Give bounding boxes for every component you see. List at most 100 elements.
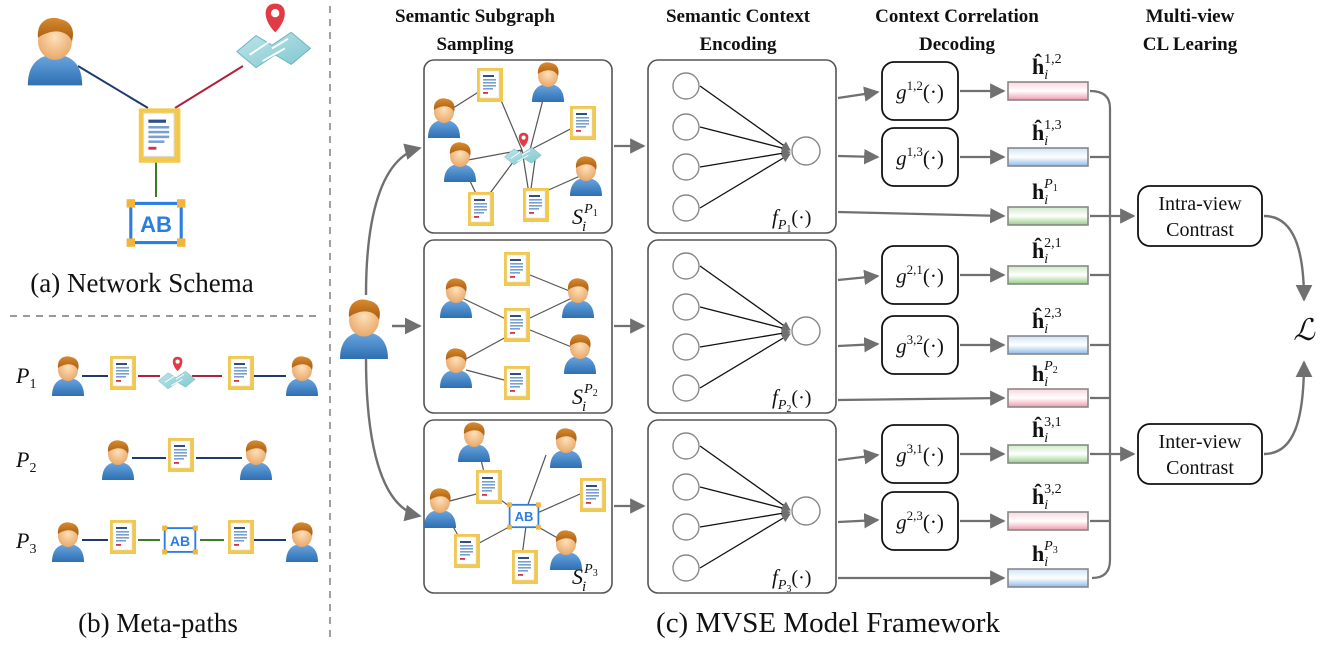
decoder-g32: g3,2(·) <box>881 315 959 375</box>
venue-map-icon <box>157 356 196 390</box>
embedding-hP2-label: hiP2 <box>1032 359 1058 390</box>
contrast-collector-lines <box>1089 89 1136 580</box>
paper-icon <box>227 519 255 555</box>
author-icon <box>286 522 318 562</box>
embedding-hP2-bar <box>1007 388 1089 408</box>
decoder-g23: g2,3(·) <box>881 491 959 551</box>
paper-icon <box>109 519 137 555</box>
header-sampling-line2: Sampling <box>436 34 514 55</box>
svg-text:g1,3(·): g1,3(·) <box>896 144 944 170</box>
meta-paths: P1 P2 P3 <box>15 355 318 638</box>
target-author-icon <box>340 299 388 359</box>
network-schema: AB (a) Network Schema <box>27 2 312 298</box>
schema-ab-label: AB <box>140 212 172 237</box>
author-icon <box>240 440 272 480</box>
decoder-g13: g1,3(·) <box>881 127 959 187</box>
paper-icon <box>138 107 182 164</box>
author-icon <box>102 440 134 480</box>
subgraph-box-3: AB SiP3 <box>423 419 613 595</box>
encoder-box-1: fP1(·) <box>647 59 837 235</box>
venue-map-icon <box>235 2 312 69</box>
header-cl-line1: Multi-view <box>1146 6 1235 27</box>
loss-symbol: ℒ <box>1293 314 1316 347</box>
arrow-intra-to-loss <box>1263 214 1313 302</box>
header-decoding-line1: Context Correlation <box>875 6 1039 27</box>
header-decoding-line2: Decoding <box>919 34 996 55</box>
intra-view-contrast-box: Intra-view Contrast <box>1137 185 1263 247</box>
encoder-box-2: fP2(·) <box>647 239 837 415</box>
arrow-to-subgraph-1 <box>364 143 422 296</box>
decoder-output-arrows <box>960 83 1006 529</box>
paper-icon <box>167 437 195 473</box>
intra-view-line1: Intra-view <box>1158 193 1242 215</box>
column-headers: Semantic Subgraph Sampling Semantic Cont… <box>395 6 1238 55</box>
embedding-h13-bar <box>1007 147 1089 167</box>
author-icon <box>52 356 84 396</box>
svg-text:g2,1(·): g2,1(·) <box>896 262 944 288</box>
embeddings: ĥi1,2 ĥi1,3 hiP1 ĥi2,1 ĥi2,3 hiP2 ĥi3,1 … <box>1007 52 1089 588</box>
embedding-hP3-bar <box>1007 568 1089 588</box>
caption-meta-paths: (b) Meta-paths <box>78 608 238 638</box>
inter-view-line1: Inter-view <box>1159 431 1242 453</box>
decoder-g21: g2,1(·) <box>881 245 959 305</box>
embedding-h31-label: ĥi3,1 <box>1032 415 1062 446</box>
subgraph-1-label: SiP1 <box>572 202 598 235</box>
metapath-p2: P2 <box>15 437 272 480</box>
embedding-h12-label: ĥi1,2 <box>1032 52 1062 83</box>
arrow-to-subgraph-3 <box>364 357 422 522</box>
arrow-inter-to-loss <box>1263 360 1313 456</box>
subgraph-box-1: SiP1 <box>423 59 613 235</box>
decoders: g1,2(·) g1,3(·) g2,1(·) g3,2(·) g3,1(·) … <box>881 61 959 551</box>
author-icon <box>286 356 318 396</box>
metapath-ab-label: AB <box>170 533 190 549</box>
encoder-box-3: fP3(·) <box>647 419 837 595</box>
encoder-1-label: fP1(·) <box>772 205 811 235</box>
embedding-h23-bar <box>1007 335 1089 355</box>
subgraph-2-label: SiP2 <box>572 382 598 415</box>
inter-view-line2: Contrast <box>1166 457 1234 479</box>
embedding-h21-bar <box>1007 265 1089 285</box>
svg-text:g1,2(·): g1,2(·) <box>896 78 944 104</box>
encoder-3-label: fP3(·) <box>772 565 811 595</box>
paper-icon <box>109 355 137 391</box>
inter-view-contrast-box: Inter-view Contrast <box>1137 423 1263 485</box>
decoder-g12: g1,2(·) <box>881 61 959 121</box>
header-encoding-line2: Encoding <box>699 34 777 55</box>
svg-text:g3,2(·): g3,2(·) <box>896 332 944 358</box>
embedding-hP1-bar <box>1007 206 1089 226</box>
embedding-hP1-label: hiP1 <box>1032 177 1058 208</box>
subgraph-3-label: SiP3 <box>572 562 598 595</box>
intra-view-line2: Contrast <box>1166 219 1234 241</box>
embedding-h31-bar <box>1007 444 1089 464</box>
embedding-h23-label: ĥi2,3 <box>1032 306 1062 337</box>
schema-edge-venue-paper <box>174 65 244 109</box>
encoder-output-arrows <box>837 86 1006 586</box>
embedding-hP3-label: hiP3 <box>1032 539 1058 570</box>
svg-text:g2,3(·): g2,3(·) <box>896 508 944 534</box>
header-encoding-line1: Semantic Context <box>666 6 811 27</box>
svg-text:g3,1(·): g3,1(·) <box>896 441 944 467</box>
caption-network-schema: (a) Network Schema <box>30 268 253 298</box>
metapath-p1-label: P1 <box>15 363 36 392</box>
metapath-p2-label: P2 <box>15 447 36 476</box>
decoder-g31: g3,1(·) <box>881 424 959 484</box>
encoder-2-label: fP2(·) <box>772 385 811 415</box>
paper-icon <box>227 355 255 391</box>
metapath-p3: P3 AB <box>15 519 318 562</box>
author-icon <box>52 522 84 562</box>
embedding-h12-bar <box>1007 81 1089 101</box>
header-cl-line2: CL Learing <box>1143 34 1238 55</box>
caption-model-framework: (c) MVSE Model Framework <box>656 607 1000 639</box>
author-icon <box>27 17 83 86</box>
embedding-h21-label: ĥi2,1 <box>1032 236 1062 267</box>
metapath-p1: P1 <box>15 355 318 396</box>
schema-edge-author-paper <box>77 65 149 109</box>
metapath-p3-label: P3 <box>15 528 36 557</box>
embedding-h13-label: ĥi1,3 <box>1032 118 1062 149</box>
embedding-h32-label: ĥi3,2 <box>1032 482 1062 513</box>
subgraph-box-2: SiP2 <box>423 239 613 415</box>
subgraph-3-ab-label: AB <box>515 509 534 524</box>
header-sampling-line1: Semantic Subgraph <box>395 6 555 27</box>
embedding-h32-bar <box>1007 511 1089 531</box>
